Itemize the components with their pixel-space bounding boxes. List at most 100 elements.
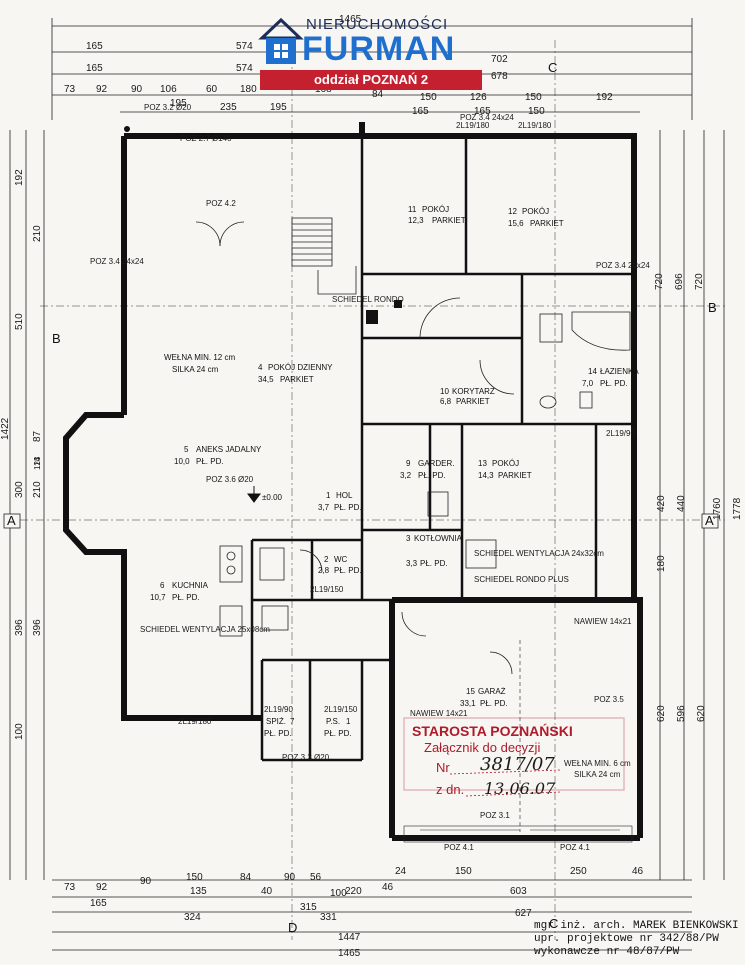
dim-top-r2-1: 574 [236, 63, 253, 74]
room-7-number: 7 [290, 717, 295, 726]
dim-bot-r2-2: 40 [261, 886, 273, 897]
note-lintel-180b: 2L19/180 [518, 121, 552, 130]
room-1-area: 3,7 [318, 503, 330, 512]
house-icon [258, 17, 304, 64]
dim-top-r4-0: 195 [170, 98, 187, 109]
side-dimension-lines [9, 130, 725, 880]
room-15-number: 15 [466, 687, 475, 696]
room-13-floor: PARKIET [498, 471, 532, 480]
room-2-number: 2 [324, 555, 329, 564]
dim-bot-r2-7: 220 [345, 886, 362, 897]
section-mark-c-bottom: C [549, 916, 558, 931]
room-6-number: 6 [160, 581, 165, 590]
note-nawiew-1: NAWIEW 14x21 [574, 617, 632, 626]
room-6-floor: PŁ. PD. [172, 593, 200, 602]
dim-left-5: 14 [33, 457, 42, 466]
room-5-name: ANEKS JADALNY [196, 445, 262, 454]
room-13-name: POKÓJ [492, 459, 519, 468]
room-2-name: WC [334, 555, 348, 564]
room-7-floor: PŁ. PD. [264, 729, 292, 738]
dim-bot-r1-0: 73 [64, 882, 76, 893]
room-13-number: 13 [478, 459, 487, 468]
room-11-number: 11 [408, 205, 417, 214]
dim-left-3: 1422 [0, 417, 11, 440]
room-13-area: 14,3 [478, 471, 494, 480]
dim-bot-r3-2: 627 [515, 908, 532, 919]
bottom-dimension-lines [52, 879, 692, 951]
room-4-area: 34,5 [258, 375, 274, 384]
dim-top-overall: 1465 [339, 14, 362, 25]
dim-bot-overall-1: 1447 [338, 932, 361, 943]
section-mark-a-right: A [705, 513, 714, 528]
stamp-line1: STAROSTA POZNAŃSKI [412, 723, 573, 739]
note-lintel-180c: 2L19/180 [178, 717, 212, 726]
dim-bot-r1-1: 92 [96, 882, 108, 893]
dim-left-2: 510 [14, 313, 25, 330]
dim-left-9: 396 [14, 619, 25, 636]
dim-right-5: 420 [656, 495, 667, 512]
note-lintel-90b: 2L19/90 [264, 705, 293, 714]
dim-right-3: 1760 [712, 497, 723, 520]
note-nawiew-2: NAWIEW 14x21 [410, 709, 468, 718]
section-mark-b-right: B [708, 300, 717, 315]
stamp-nr-label: Nr [436, 760, 450, 775]
dim-bot-r2-9: 603 [510, 886, 527, 897]
architect-line1: mgr inż. arch. MAREK BIENKOWSKI [534, 920, 739, 932]
room-14-area: 7,0 [582, 379, 594, 388]
room-1-floor: PŁ. PD. [334, 503, 362, 512]
room-15-floor: PŁ. PD. [480, 699, 508, 708]
dim-top-r3-2: 90 [131, 84, 143, 95]
stairs [291, 217, 357, 295]
room-7-name: SPIŻ. [266, 717, 286, 726]
room-5-floor: PŁ. PD. [196, 457, 224, 466]
dim-left-1: 210 [32, 225, 43, 242]
note-wall-2: SILKA 24 cm [574, 770, 621, 779]
dim-top-r2-2: 678 [491, 71, 508, 82]
dim-right-10: 620 [696, 705, 707, 722]
dim-top-r4-1: 235 [220, 102, 237, 113]
dim-top-r4-5: 150 [528, 106, 545, 117]
dim-top-r4-3: 165 [412, 106, 429, 117]
note-poz-9: POZ 3.3 Ø20 [282, 753, 330, 762]
dim-top-r4-4: 165 [474, 106, 491, 117]
dim-right-2: 720 [694, 273, 705, 290]
dim-left-10: 396 [32, 619, 43, 636]
right-dimension-texts: 720 696 720 1760 1778 420 440 180 620 59… [654, 273, 743, 722]
dim-bot-r3-0: 324 [184, 912, 201, 923]
dim-right-0: 720 [654, 273, 665, 290]
dim-top-r1-2: 702 [491, 54, 508, 65]
room-11-name: POKÓJ [422, 205, 449, 214]
approval-stamp: STAROSTA POZNAŃSKI Załącznik do decyzji … [403, 717, 625, 798]
note-schiedel-2: SCHIEDEL WENTYLACJA 24x32cm [474, 549, 604, 558]
note-schiedel-3: SCHIEDEL RONDO PLUS [474, 575, 569, 584]
note-poz-8: POZ 3.6 Ø20 [206, 475, 254, 484]
door-swings [195, 221, 515, 675]
agency-logo: NIERUCHOMOŚCI FURMAN oddział POZNAŃ 2 [258, 10, 488, 94]
room-9-area: 3,2 [400, 471, 412, 480]
room-12-floor: PARKIET [530, 219, 564, 228]
note-lintel-150a: 2L19/150 [310, 585, 344, 594]
note-poz-4c: POZ 3.4 24x24 [596, 261, 650, 270]
dim-top-r3-7: 84 [372, 89, 384, 100]
note-poz-7: POZ 3.1 [480, 811, 510, 820]
room-14-floor: PŁ. PD. [600, 379, 628, 388]
note-poz-6a: POZ 4.1 [444, 843, 474, 852]
dim-top-r4-2: 195 [270, 102, 287, 113]
note-poz-2: POZ 2.7 Ø140 [180, 134, 232, 143]
bottom-dimension-texts: 73 92 90 150 84 150 24 250 46 165 135 40… [64, 866, 644, 959]
room-3-floor: PŁ. PD. [420, 559, 448, 568]
kitchen-fixtures [219, 491, 497, 637]
dim-bot-r1-7: 250 [570, 866, 587, 877]
dim-top-r3-8: 150 [420, 92, 437, 103]
dim-top-r3-11: 192 [596, 92, 613, 103]
note-wall-1: SILKA 24 cm [172, 365, 219, 374]
room-10-area: 6,8 [440, 397, 452, 406]
dim-top-r3-10: 150 [525, 92, 542, 103]
note-poz-6b: POZ 4.1 [560, 843, 590, 852]
room-14-name: ŁAZIENKA [600, 367, 639, 376]
room-2-area: 2,8 [318, 566, 330, 575]
section-mark-b-left: B [52, 331, 61, 346]
room-3-area: 3,3 [406, 559, 418, 568]
